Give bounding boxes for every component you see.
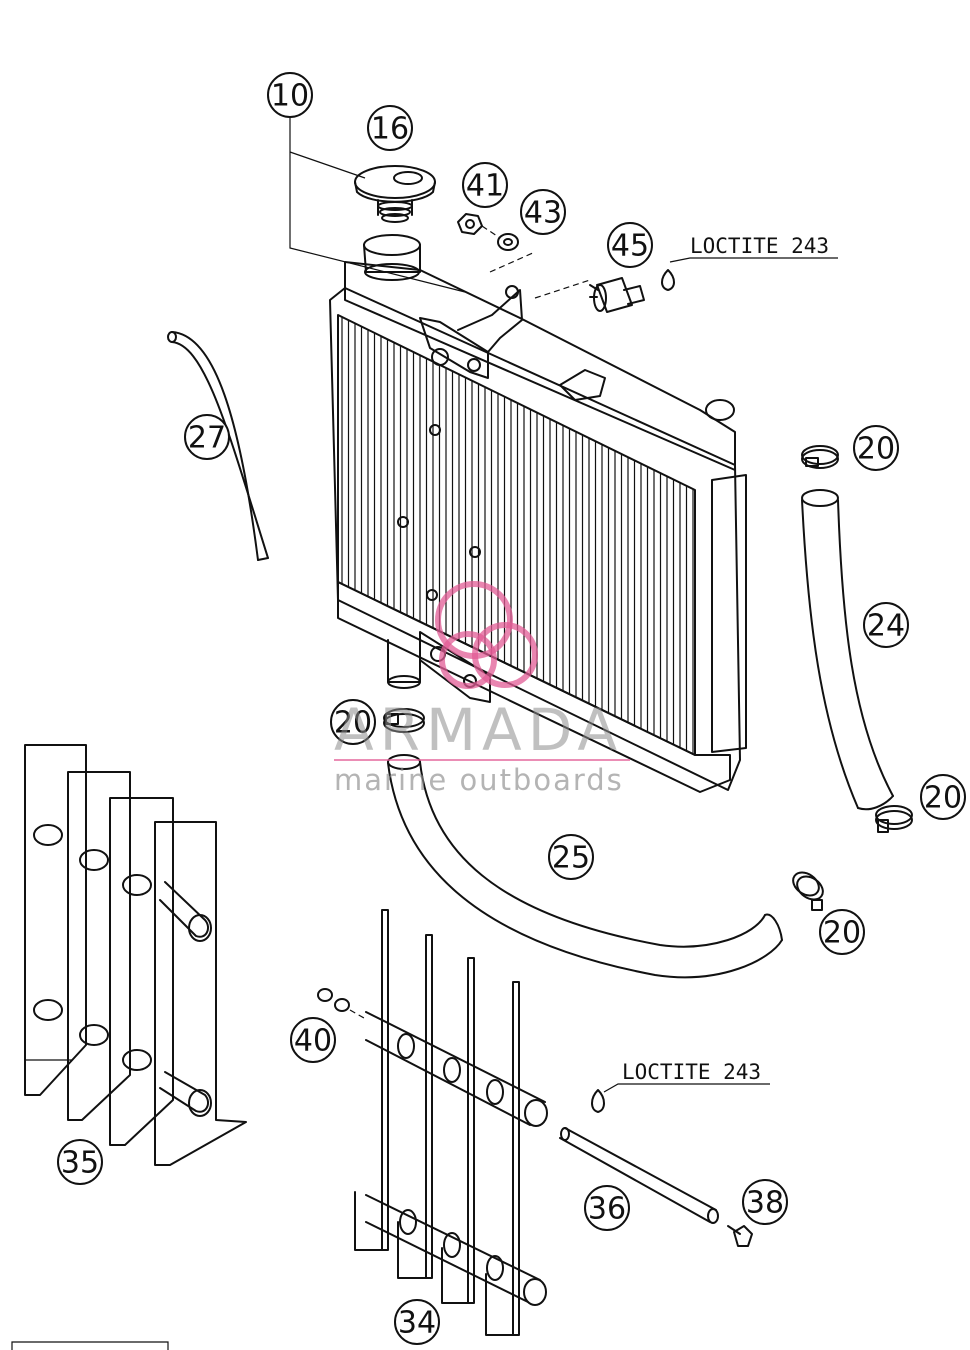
callout-number: 24: [867, 609, 905, 644]
callout-10: 10: [267, 72, 313, 118]
callout-circle: [520, 189, 566, 235]
radiator-cap: [354, 165, 436, 223]
callout-number: 35: [61, 1146, 99, 1181]
bottom-hose: [387, 754, 783, 979]
callout-circle: [394, 1299, 440, 1345]
callout-circle: [853, 425, 899, 471]
o-rings: [317, 988, 365, 1019]
callout-number: 20: [823, 916, 861, 951]
callout-circle: [290, 1017, 336, 1063]
callout-number: 38: [746, 1186, 784, 1221]
callout-number: 36: [588, 1192, 626, 1227]
grille-panel: [67, 771, 131, 1121]
grille-panel: [109, 797, 174, 1146]
callout-20: 20: [853, 425, 899, 471]
note-text: LOCTITE 243: [690, 234, 829, 258]
callout-20: 20: [330, 699, 376, 745]
nut: [457, 213, 483, 235]
callout-number: 41: [466, 169, 504, 204]
callout-circle: [548, 834, 594, 880]
callout-27: 27: [184, 414, 230, 460]
callout-circle: [330, 699, 376, 745]
hose-clamp-2: [383, 708, 425, 733]
threadlocker-drop-1: [661, 269, 675, 291]
callout-34: 34: [394, 1299, 440, 1345]
callout-40: 40: [290, 1017, 336, 1063]
callout-circle: [742, 1179, 788, 1225]
callout-41: 41: [462, 162, 508, 208]
bottom-outlet: [387, 639, 421, 689]
frame-guard: [354, 909, 548, 1336]
callout-number: 20: [924, 781, 962, 816]
callout-number: 27: [188, 421, 226, 456]
right-hose: [801, 489, 894, 811]
filler-neck: [363, 234, 421, 281]
callout-circle: [462, 162, 508, 208]
callout-circle: [184, 414, 230, 460]
callout-25: 25: [548, 834, 594, 880]
callout-circle: [267, 72, 313, 118]
hose-clamp-4: [792, 871, 824, 911]
callout-number: 43: [524, 196, 562, 231]
washer: [497, 233, 519, 251]
leader-lines: [289, 118, 838, 1093]
callout-number: 16: [371, 112, 409, 147]
hose-clamp-3: [875, 805, 913, 833]
callout-43: 43: [520, 189, 566, 235]
watermark-brand: ARMADA: [334, 696, 623, 764]
page-border: [11, 1341, 169, 1350]
callout-number: 20: [857, 432, 895, 467]
watermark-logo: [435, 581, 538, 689]
callout-number: 45: [611, 229, 649, 264]
callout-16: 16: [367, 105, 413, 151]
note-text: LOCTITE 243: [622, 1060, 761, 1084]
callout-24: 24: [863, 602, 909, 648]
callout-circle: [584, 1185, 630, 1231]
mounting-rod: [559, 1127, 719, 1224]
callout-number: 20: [334, 706, 372, 741]
threadlocker-drop-2: [591, 1089, 605, 1113]
callout-35: 35: [57, 1139, 103, 1185]
watermark: ARMADA marine outboards: [334, 581, 630, 797]
callout-20: 20: [920, 774, 966, 820]
callout-circle: [57, 1139, 103, 1185]
callout-number: 10: [271, 79, 309, 114]
grille-panels: [24, 744, 247, 1166]
callout-number: 40: [294, 1024, 332, 1059]
grille-panel: [154, 821, 247, 1166]
callout-circle: [863, 602, 909, 648]
callout-20: 20: [819, 909, 865, 955]
watermark-tagline: marine outboards: [334, 763, 624, 797]
callout-circle: [367, 105, 413, 151]
rubber-mount: [589, 277, 645, 313]
top-bracket: [419, 285, 523, 379]
callout-45: 45: [607, 222, 653, 268]
callout-circle: [920, 774, 966, 820]
callout-number: 34: [398, 1306, 436, 1341]
callout-circle: [607, 222, 653, 268]
callout-number: 25: [552, 841, 590, 876]
hose-clamp-1: [801, 445, 839, 469]
callout-36: 36: [584, 1185, 630, 1231]
overflow-hose: [167, 331, 269, 561]
threadlocker-note-bottom: LOCTITE 243: [622, 1060, 761, 1084]
screw: [727, 1225, 753, 1247]
callout-circle: [819, 909, 865, 955]
threadlocker-note-top: LOCTITE 243: [690, 234, 829, 258]
callout-38: 38: [742, 1179, 788, 1225]
grille-panel: [24, 744, 87, 1096]
